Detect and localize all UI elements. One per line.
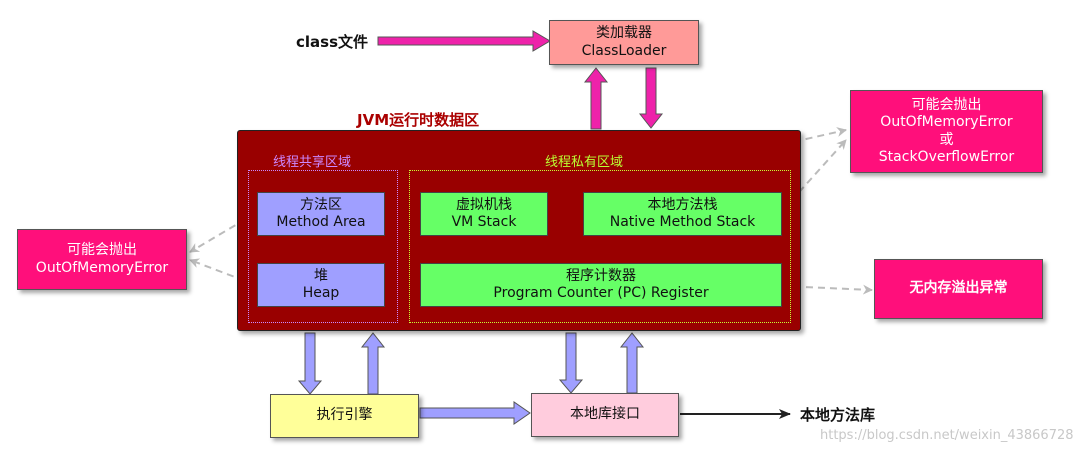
left-oom-error-box: 可能会抛出 OutOfMemoryError [17, 229, 187, 290]
method-area-box: 方法区 Method Area [257, 192, 385, 236]
exec-engine-box: 执行引擎 [270, 394, 419, 438]
runtime-to-native-arrow [558, 332, 584, 394]
pc-label-cn: 程序计数器 [566, 267, 636, 284]
vm-stack-label-en: VM Stack [451, 214, 517, 230]
classfile-to-loader-arrow [377, 30, 551, 52]
right-error-line2: OutOfMemoryError [880, 114, 1013, 130]
native-stack-label-en: Native Method Stack [609, 214, 756, 230]
classloader-box: 类加载器 ClassLoader [549, 20, 699, 65]
native-interface-label: 本地库接口 [570, 406, 640, 423]
classloader-label-cn: 类加载器 [596, 25, 652, 41]
native-method-stack-box: 本地方法栈 Native Method Stack [583, 192, 782, 236]
private-region-label: 线程私有区域 [545, 155, 624, 170]
pc-register-box: 程序计数器 Program Counter (PC) Register [420, 263, 782, 307]
class-file-label: class文件 [296, 33, 369, 51]
right-error-line3: 或 [939, 131, 954, 148]
right-error-line4: StackOverflowError [878, 149, 1015, 165]
runtime-area-title: JVM运行时数据区 [357, 111, 480, 129]
exec-engine-label: 执行引擎 [316, 407, 373, 424]
right-error-line1: 可能会抛出 [911, 96, 982, 113]
classloader-label-en: ClassLoader [581, 42, 667, 59]
private-region [409, 170, 791, 323]
shared-region-label: 线程共享区域 [273, 155, 352, 170]
runtime-to-engine-arrow [297, 332, 323, 395]
native-to-runtime-arrow [619, 332, 645, 394]
native-interface-box: 本地库接口 [531, 393, 679, 437]
loader-down-arrow [638, 67, 664, 129]
no-overflow-box: 无内存溢出异常 [874, 259, 1043, 319]
native-stack-label-cn: 本地方法栈 [647, 196, 718, 213]
left-error-line2: OutOfMemoryError [35, 259, 169, 276]
right-error-box: 可能会抛出 OutOfMemoryError 或 StackOverflowEr… [850, 90, 1043, 173]
heap-box: 堆 Heap [257, 263, 385, 307]
left-error-line1: 可能会抛出 [67, 242, 137, 258]
engine-to-native-arrow [419, 401, 531, 425]
watermark-text: https://blog.csdn.net/weixin_43866728 [820, 428, 1074, 443]
heap-label-cn: 堆 [314, 267, 328, 284]
method-area-label-en: Method Area [276, 214, 366, 230]
pc-label-en: Program Counter (PC) Register [493, 285, 709, 301]
no-overflow-label: 无内存溢出异常 [909, 280, 1008, 297]
loader-up-arrow [583, 67, 609, 130]
vm-stack-label-cn: 虚拟机栈 [456, 196, 512, 213]
shared-region [248, 170, 398, 323]
method-area-label-cn: 方法区 [300, 196, 342, 213]
native-library-label: 本地方法库 [800, 406, 876, 424]
vm-stack-box: 虚拟机栈 VM Stack [420, 192, 548, 236]
heap-label-en: Heap [302, 285, 340, 301]
engine-to-runtime-arrow [360, 332, 386, 395]
